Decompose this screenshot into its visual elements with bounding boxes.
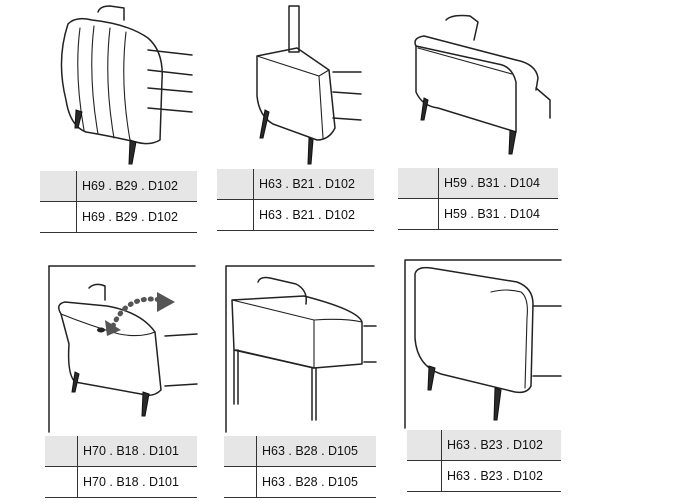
armrest-option-b: H63 . B21 . D102 H63 . B21 . D102 — [217, 0, 377, 240]
dimension-value: H63 . B23 . D102 — [441, 430, 561, 461]
armrest-option-d: H70 . B18 . D101 H70 . B18 . D101 — [45, 264, 205, 502]
dimension-table: H59 . B31 . D104 H59 . B31 . D104 — [398, 168, 558, 230]
dimension-value: H63 . B21 . D102 — [253, 199, 374, 231]
row-swatch — [224, 436, 257, 467]
row-swatch — [217, 199, 254, 231]
armrest-drawing-wide-rounded — [404, 259, 562, 429]
dimension-table: H63 . B23 . D102 H63 . B23 . D102 — [407, 430, 561, 492]
dimension-value: H63 . B23 . D102 — [441, 460, 561, 492]
dimension-table: H63 . B28 . D105 H63 . B28 . D105 — [224, 436, 376, 498]
armrest-option-f: H63 . B23 . D102 H63 . B23 . D102 — [403, 258, 563, 502]
armrest-option-e: H63 . B28 . D105 H63 . B28 . D105 — [224, 264, 378, 502]
armrest-drawing-sled-frame — [225, 265, 377, 433]
dimension-value: H70 . B18 . D101 — [77, 466, 197, 498]
dimension-value: H70 . B18 . D101 — [77, 436, 197, 467]
armrest-drawing-slim-box — [256, 5, 362, 165]
armrest-option-a: H69 . B29 . D102 H69 . B29 . D102 — [40, 0, 200, 240]
dimension-table: H63 . B21 . D102 H63 . B21 . D102 — [217, 169, 374, 231]
dimension-value: H59 . B31 . D104 — [438, 168, 558, 199]
armrest-drawing-scrolled — [414, 14, 551, 155]
row-swatch — [224, 466, 257, 498]
row-swatch — [398, 168, 439, 199]
dimension-value: H69 . B29 . D102 — [76, 171, 197, 202]
dimension-value: H63 . B28 . D105 — [256, 466, 376, 498]
dimension-value: H63 . B21 . D102 — [253, 169, 374, 200]
dimension-value: H59 . B31 . D104 — [438, 198, 558, 230]
armrest-drawing-adjustable — [48, 265, 198, 433]
row-swatch — [407, 460, 442, 492]
dimension-value: H63 . B28 . D105 — [256, 436, 376, 467]
row-swatch — [217, 169, 254, 200]
dimension-value: H69 . B29 . D102 — [76, 201, 197, 233]
dotted-arrow-icon — [105, 292, 175, 336]
armrest-drawing-channel-tufted — [60, 5, 193, 165]
row-swatch — [45, 466, 78, 498]
dimension-table: H70 . B18 . D101 H70 . B18 . D101 — [45, 436, 197, 498]
armrest-option-c: H59 . B31 . D104 H59 . B31 . D104 — [398, 0, 560, 240]
row-swatch — [45, 436, 78, 467]
dimension-table: H69 . B29 . D102 H69 . B29 . D102 — [40, 171, 197, 233]
row-swatch — [398, 198, 439, 230]
row-swatch — [407, 430, 442, 461]
row-swatch — [40, 201, 77, 233]
row-swatch — [40, 171, 77, 202]
